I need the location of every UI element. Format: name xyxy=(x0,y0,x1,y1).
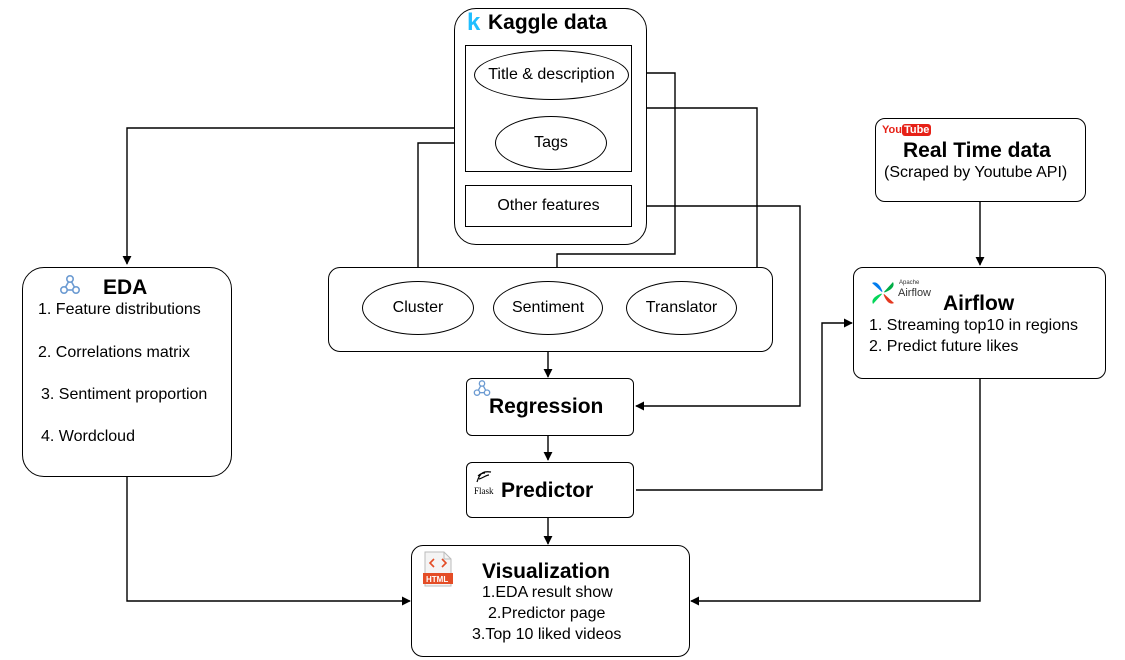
eda-box xyxy=(22,267,232,477)
html-file-icon xyxy=(423,551,453,587)
airflow-box xyxy=(853,267,1106,379)
youtube-logo-you: You xyxy=(882,124,902,136)
other-features-node: Other features xyxy=(465,185,632,227)
edge-title-sentiment xyxy=(552,72,676,280)
sentiment-node: Sentiment xyxy=(493,281,603,335)
tags-node: Tags xyxy=(495,116,607,170)
edge-kaggle-eda xyxy=(122,127,454,265)
visualization-title: Visualization xyxy=(482,560,610,583)
eda-item-3: 3. Sentiment proportion xyxy=(41,386,208,403)
airflow-logo-text: Airflow xyxy=(898,287,932,299)
visualization-item-1: 1.EDA result show xyxy=(482,584,613,601)
kaggle-title: Kaggle data xyxy=(488,11,608,34)
eda-item-4: 4. Wordcloud xyxy=(41,428,135,445)
airflow-title: Airflow xyxy=(943,292,1015,315)
eda-title: EDA xyxy=(103,276,148,299)
kaggle-icon: k xyxy=(467,9,481,36)
visualization-item-3: 3.Top 10 liked videos xyxy=(472,626,622,643)
regression-title: Regression xyxy=(489,395,604,418)
cluster-node: Cluster xyxy=(362,281,474,335)
edge-eda-visualization xyxy=(126,476,411,606)
airflow-icon xyxy=(872,282,894,304)
youtube-logo-tube: Tube xyxy=(901,124,932,136)
html-icon-label: HTML xyxy=(426,575,449,584)
flask-icon xyxy=(476,471,492,483)
realtime-subtitle: (Scraped by Youtube API) xyxy=(884,164,1068,181)
translator-node: Translator xyxy=(626,281,737,335)
networkx-icon xyxy=(473,380,491,397)
visualization-item-2: 2.Predictor page xyxy=(488,605,606,622)
predictor-title: Predictor xyxy=(501,479,594,502)
eda-item-2: 2. Correlations matrix xyxy=(38,344,191,361)
airflow-logo-small: Apache xyxy=(899,280,920,286)
airflow-item-2: 2. Predict future likes xyxy=(869,338,1019,355)
flask-logo-text: Flask xyxy=(474,486,494,496)
title-description-node: Title & description xyxy=(474,50,629,100)
edge-airflow-visualization xyxy=(690,379,981,606)
edge-predictor-airflow xyxy=(636,318,853,491)
predictor-box xyxy=(466,462,634,518)
visualization-box xyxy=(411,545,690,657)
airflow-item-1: 1. Streaming top10 in regions xyxy=(869,317,1079,334)
eda-item-1: 1. Feature distributions xyxy=(38,301,201,318)
edge-other-regression xyxy=(632,205,801,411)
regression-box xyxy=(466,378,634,436)
realtime-title: Real Time data xyxy=(903,139,1051,162)
networkx-icon xyxy=(59,274,81,295)
